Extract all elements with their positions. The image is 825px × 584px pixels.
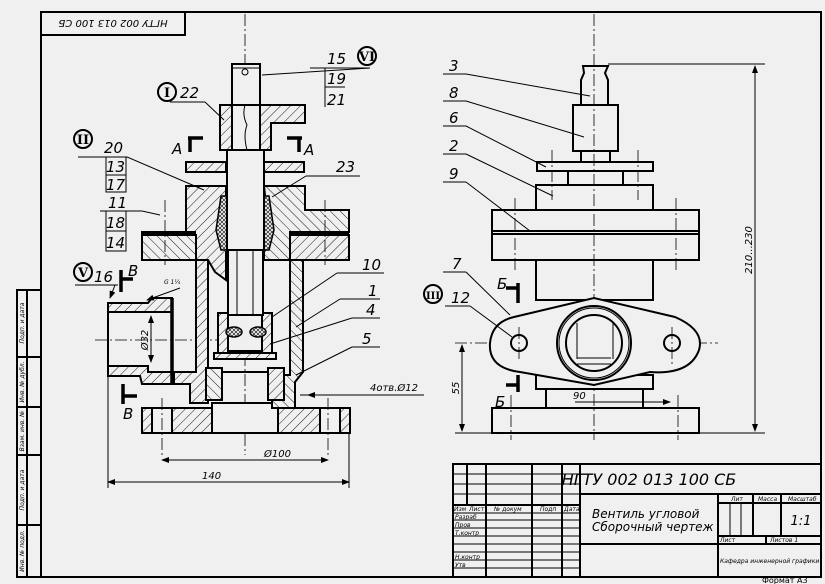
callout-7: 7 [452, 255, 462, 273]
sheets-label: Листов 1 [769, 537, 798, 544]
roman-I: I [164, 86, 170, 101]
dim-55: 55 [451, 382, 462, 395]
dim-140: 140 [202, 471, 221, 482]
callout-16: 16 [94, 268, 113, 286]
callout-21: 21 [327, 91, 346, 109]
dim-holes: 4отв.Ø12 [370, 382, 418, 394]
callout-23: 23 [336, 158, 355, 176]
callout-18: 18 [106, 214, 125, 232]
side-label: Инв. № подл. [19, 530, 26, 571]
callout-13: 13 [106, 158, 125, 176]
callout-2: 2 [449, 137, 459, 155]
dim-d100: Ø100 [263, 448, 291, 460]
callout-11: 11 [108, 194, 127, 212]
sheet-label: Лист [719, 537, 736, 544]
callout-12: 12 [451, 289, 470, 307]
callout-14: 14 [106, 234, 125, 252]
front-section-view: А А В В 15 19 21 [73, 14, 424, 488]
role-label: Н.контр [455, 554, 480, 561]
callout-15: 15 [327, 50, 346, 68]
roman-III: III [426, 291, 440, 302]
organization: Кафедра инженерной графики [720, 558, 819, 565]
side-label: Подп. и дата [19, 469, 26, 510]
callout-1: 1 [368, 282, 378, 300]
dim-d32: Ø32 [139, 330, 151, 352]
scale-label: Масштаб [788, 496, 817, 503]
role-label: Разраб [455, 514, 477, 521]
callout-6: 6 [449, 109, 459, 127]
callout-5: 5 [362, 330, 372, 348]
roman-VI: VI [358, 50, 375, 65]
col-header: № докум [493, 506, 522, 513]
side-strip: Подп. и дата Инв. № дубл. Взам. инв. № П… [16, 289, 42, 578]
callout-9: 9 [449, 165, 459, 183]
col-header: Подп [540, 506, 556, 513]
side-view: Б Б 3 8 6 2 9 7 12 III 210...230 55 90 [423, 14, 765, 440]
section-a-label: А [303, 141, 314, 159]
scale-value: 1:1 [791, 514, 812, 529]
section-a-label: А [171, 140, 182, 158]
side-label: Взам. инв. № [19, 411, 26, 452]
dim-height: 210...230 [744, 226, 755, 274]
callout-10: 10 [362, 256, 381, 274]
col-header: Изм [454, 506, 467, 513]
section-v-label: В [123, 405, 133, 423]
callout-4: 4 [366, 301, 376, 319]
thread-label: G 1¼ [164, 279, 180, 286]
section-b-label: Б [497, 275, 507, 293]
roman-V: V [77, 266, 89, 281]
doc-code-rotated-box: НГТУ 002 013 100 СБ [40, 11, 186, 36]
section-b-label: Б [495, 393, 505, 411]
drawing-title: Вентиль угловой [592, 507, 700, 521]
sheet-format: Формат А3 [762, 576, 808, 584]
callout-3: 3 [449, 57, 459, 75]
dim-90: 90 [573, 391, 586, 402]
col-header: Лист [468, 506, 485, 513]
doc-code-rotated: НГТУ 002 013 100 СБ [58, 17, 167, 28]
mass-label: Масса [758, 496, 777, 503]
section-v-label: В [128, 262, 138, 280]
callout-17: 17 [106, 176, 126, 194]
roman-markers: I II V VI [73, 46, 377, 282]
col-header: Дата [563, 506, 580, 513]
side-label: Инв. № дубл. [19, 361, 26, 402]
callout-22: 22 [180, 84, 199, 102]
callout-19: 19 [327, 70, 346, 88]
roman-II: II [77, 133, 89, 148]
lit-label: Лит [730, 496, 743, 503]
role-label: Пров [455, 522, 471, 529]
side-label: Подп. и дата [19, 302, 26, 343]
role-label: Утв [455, 562, 466, 569]
callout-20: 20 [104, 139, 123, 157]
drawing-subtitle: Сборочный чертеж [592, 520, 714, 534]
doc-code: НГТУ 002 013 100 СБ [562, 470, 737, 489]
title-block: Изм Лист № докум Подп Дата Разраб Пров Т… [452, 463, 822, 578]
callout-8: 8 [449, 84, 459, 102]
role-label: Т.контр [455, 530, 479, 537]
